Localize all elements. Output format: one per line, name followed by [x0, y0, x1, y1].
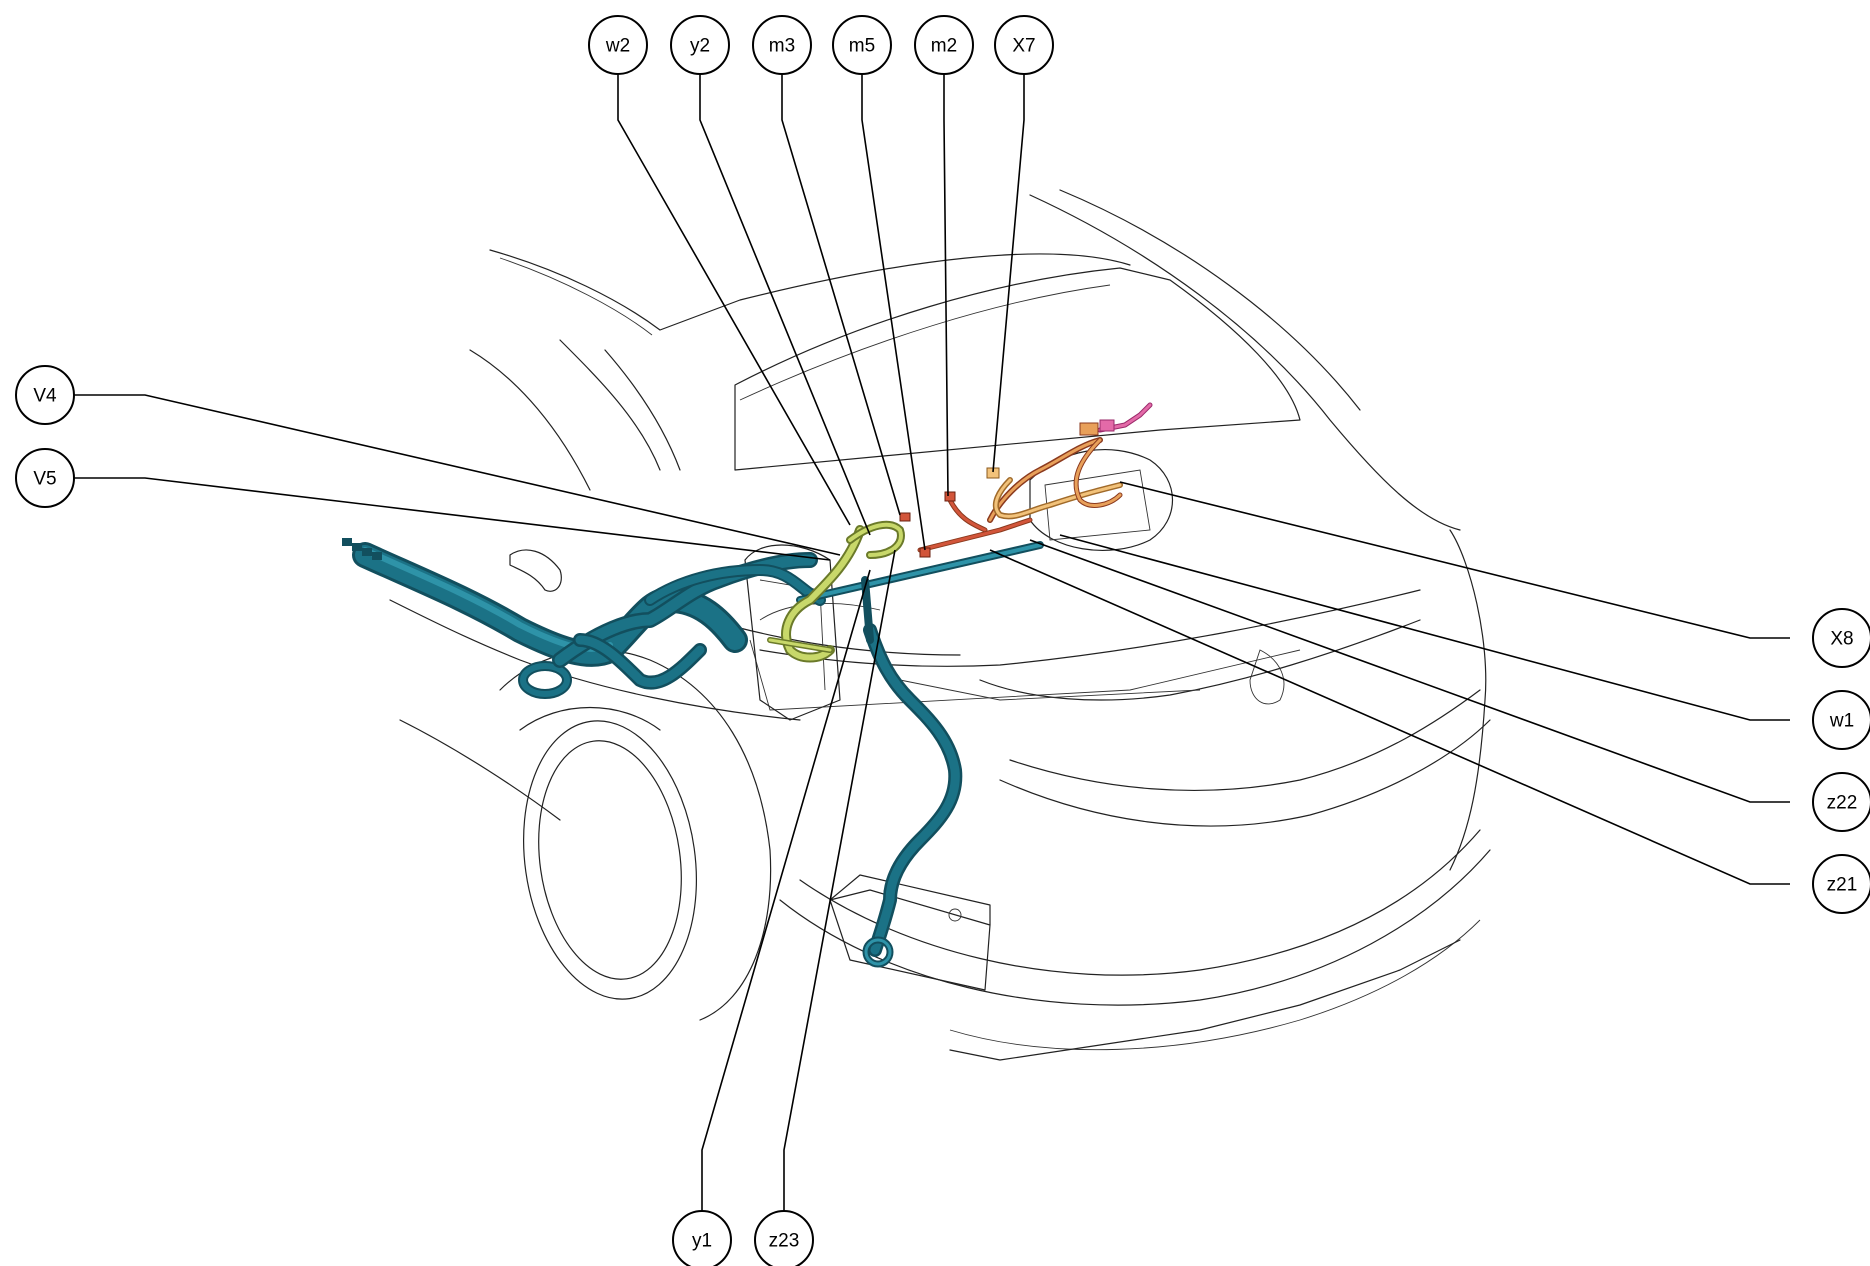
callout-y1: y1	[672, 1210, 732, 1266]
callout-circle	[1812, 608, 1870, 668]
callout-v5: V5	[15, 448, 75, 508]
callout-label: w2	[605, 36, 630, 57]
callout-label: y2	[690, 36, 710, 57]
callout-label: m2	[931, 36, 957, 57]
callout-label: V5	[33, 469, 56, 490]
callout-y2: y2	[670, 15, 730, 75]
wiring-harnesses	[342, 402, 1153, 968]
callout-label: X7	[1012, 36, 1035, 57]
callout-label: z21	[1827, 875, 1858, 896]
callout-label: V4	[33, 386, 57, 407]
callout-circle	[672, 1210, 732, 1266]
callout-v4: V4	[15, 365, 75, 425]
callout-x7: X7	[994, 15, 1054, 75]
callout-circle	[1812, 854, 1870, 914]
callout-circle	[754, 1210, 814, 1266]
callout-label: z22	[1827, 793, 1858, 814]
callout-label: z23	[769, 1231, 800, 1252]
callout-label: w1	[1829, 711, 1854, 732]
callout-w1: w1	[1812, 690, 1870, 750]
callout-label: y1	[692, 1231, 712, 1252]
callout-circle	[914, 15, 974, 75]
vehicle-outline	[389, 189, 1491, 1061]
callout-circle	[15, 448, 75, 508]
callout-x8: X8	[1812, 608, 1870, 668]
callout-z23: z23	[754, 1210, 814, 1266]
callout-circle	[752, 15, 812, 75]
callout-w2: w2	[588, 15, 648, 75]
callout-circle	[994, 15, 1054, 75]
callout-circle	[670, 15, 730, 75]
callout-m3: m3	[752, 15, 812, 75]
callout-z22: z22	[1812, 772, 1870, 832]
callout-circle	[1812, 690, 1870, 750]
callout-label: m3	[769, 36, 795, 57]
leader-lines	[72, 62, 1790, 1236]
callout-label: X8	[1830, 629, 1853, 650]
callout-z21: z21	[1812, 854, 1870, 914]
callout-circle	[832, 15, 892, 75]
callout-circle	[588, 15, 648, 75]
callout-m5: m5	[832, 15, 892, 75]
callout-label: m5	[849, 36, 875, 57]
callout-m2: m2	[914, 15, 974, 75]
callout-circle	[1812, 772, 1870, 832]
callout-circle	[15, 365, 75, 425]
